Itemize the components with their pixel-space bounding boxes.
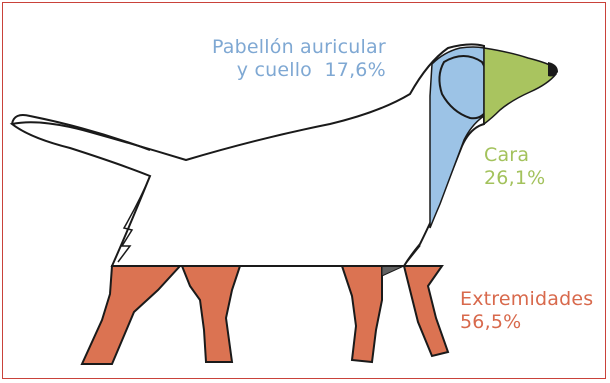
- ear-neck-region: [429, 46, 485, 229]
- ear-neck-label: Pabellón auricular y cuello 17,6%: [212, 36, 386, 82]
- hind-leg-near: [180, 265, 242, 363]
- face-label-line2: 26,1%: [484, 167, 546, 189]
- face-label-line1: Cara: [484, 144, 530, 166]
- chest-fur: [117, 175, 151, 263]
- ear-neck-label-line2: y cuello 17,6%: [236, 59, 386, 81]
- face-region: [483, 47, 557, 126]
- ear-neck-label-line1: Pabellón auricular: [212, 36, 386, 58]
- front-leg-near: [340, 262, 383, 364]
- limbs-label-line2: 56,5%: [460, 311, 522, 333]
- nose-icon: [548, 62, 558, 77]
- limbs-label: Extremidades 56,5%: [460, 288, 593, 334]
- ear-outline: [438, 55, 491, 120]
- face-label: Cara 26,1%: [484, 144, 545, 190]
- hind-leg-far: [80, 265, 183, 365]
- front-leg-far: [402, 265, 450, 358]
- limbs-label-line1: Extremidades: [460, 288, 594, 310]
- dog-tail: [11, 114, 151, 151]
